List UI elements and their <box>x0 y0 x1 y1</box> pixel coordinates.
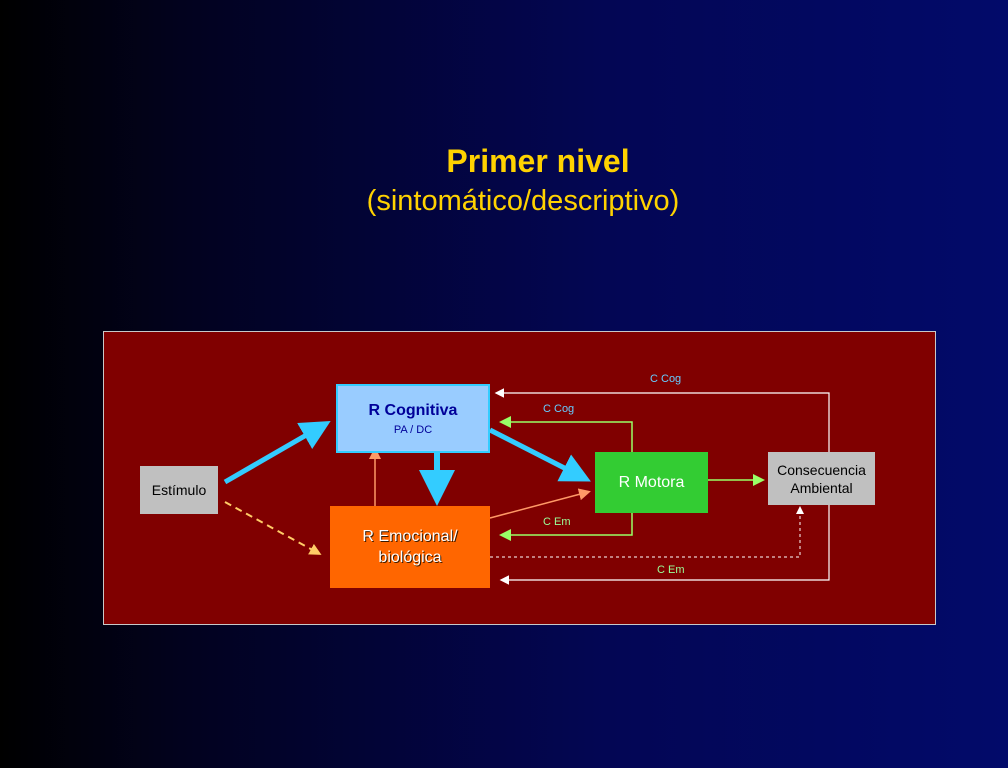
node-r-emocional-line2: biológica <box>378 549 442 566</box>
label-c-em-outer: C Em <box>657 564 685 576</box>
feedback-consecuencia-cog <box>494 388 830 452</box>
node-r-emocional: R Emocional/ biológica <box>330 506 490 588</box>
node-r-cognitiva-label: R Cognitiva <box>368 401 458 419</box>
node-r-cognitiva: R Cognitiva PA / DC <box>336 384 490 453</box>
node-r-motora: R Motora <box>595 452 708 513</box>
node-r-emocional-line1: R Emocional/ <box>362 528 458 545</box>
feedback-motora-em <box>499 513 633 541</box>
arrow-estimulo-to-emocional <box>224 501 322 555</box>
arrow-cognitiva-to-motora <box>488 427 591 482</box>
node-r-motora-label: R Motora <box>618 473 685 491</box>
node-consecuencia-line1: Consecuencia <box>777 461 866 478</box>
slide-subtitle: (sintomático/descriptivo) <box>366 185 680 217</box>
arrow-emocional-to-motora <box>489 488 591 519</box>
label-c-cog-outer: C Cog <box>650 373 682 385</box>
feedback-motora-cog <box>499 416 633 452</box>
node-estimulo-label: Estímulo <box>151 482 207 498</box>
node-consecuencia-ambiental: Consecuencia Ambiental <box>768 452 875 505</box>
arrow-emocional-to-consecuencia <box>490 506 804 558</box>
node-r-cognitiva-sublabel: PA / DC <box>393 423 433 436</box>
label-c-cog-inner: C Cog <box>543 403 575 415</box>
arrow-estimulo-to-cognitiva <box>223 421 331 485</box>
label-c-em-inner: C Em <box>543 516 571 528</box>
node-estimulo: Estímulo <box>140 466 218 514</box>
slide-title: Primer nivel <box>446 143 630 179</box>
feedback-consecuencia-em <box>499 505 830 585</box>
node-consecuencia-line2: Ambiental <box>790 479 853 496</box>
